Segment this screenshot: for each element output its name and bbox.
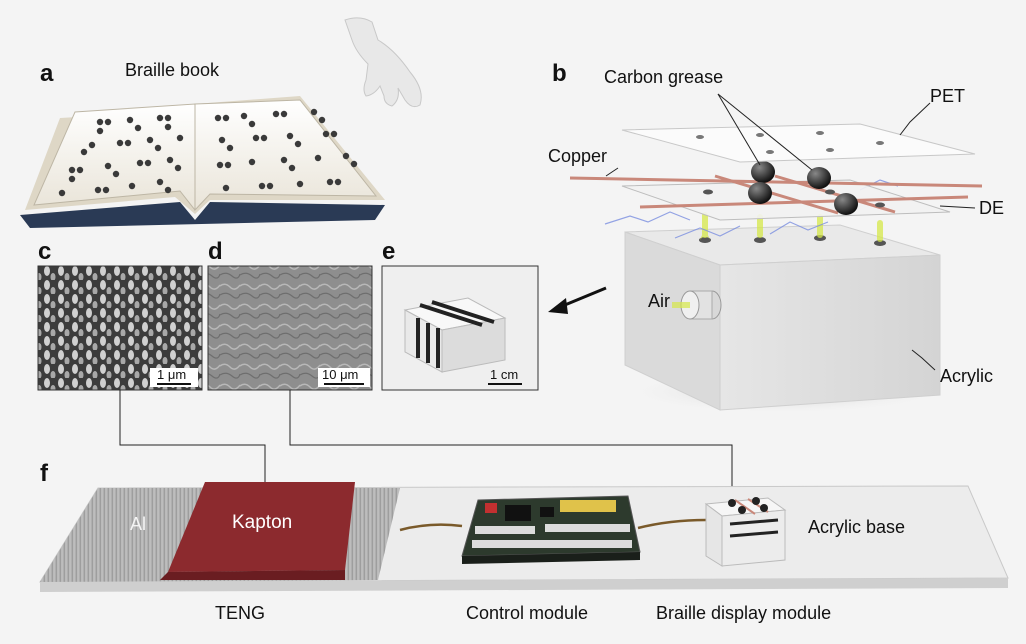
label-copper: Copper	[548, 146, 608, 166]
acrylic-box	[624, 212, 941, 411]
photo-e	[381, 265, 539, 391]
hand-illustration	[344, 17, 422, 108]
braille-display-module	[704, 497, 787, 567]
sem-image-c	[37, 265, 203, 391]
panel-a-letter: a	[40, 60, 54, 87]
control-module-pcb	[461, 495, 641, 564]
label-control-module: Control module	[466, 603, 589, 623]
kapton-film	[160, 482, 355, 580]
label-de: DE	[979, 198, 1005, 218]
callout-leaders	[605, 93, 976, 371]
arrow-e-to-b	[548, 286, 607, 314]
panel-d-letter: d	[208, 238, 223, 265]
panel-e-letter: e	[382, 238, 396, 265]
label-pet: PET	[930, 86, 966, 106]
label-braille-display-module: Braille display module	[656, 603, 832, 623]
label-teng: TENG	[215, 603, 266, 623]
pet-layer	[621, 123, 976, 163]
label-air: Air	[648, 291, 670, 311]
label-kapton: Kapton	[232, 512, 293, 533]
carbon-grease-domes	[748, 161, 858, 215]
braille-book	[20, 96, 385, 228]
wire	[399, 518, 707, 532]
scale-bar-e: 1 cm	[490, 367, 519, 382]
scale-bar-c: 1 μm	[157, 367, 187, 382]
panel-b-letter: b	[552, 60, 567, 87]
panel-a-title: Braille book	[125, 60, 220, 80]
connector-lines	[119, 390, 733, 500]
label-acrylic-base: Acrylic base	[808, 517, 906, 537]
label-carbon-grease: Carbon grease	[604, 67, 724, 87]
de-layer	[569, 174, 983, 221]
panel-c-letter: c	[38, 238, 52, 265]
label-al: Al	[130, 514, 147, 534]
air-inlet-tube	[672, 290, 722, 320]
label-acrylic: Acrylic	[940, 366, 993, 386]
panel-f-letter: f	[40, 460, 48, 487]
sem-image-d	[207, 265, 373, 391]
scale-bar-d: 10 μm	[322, 367, 359, 382]
